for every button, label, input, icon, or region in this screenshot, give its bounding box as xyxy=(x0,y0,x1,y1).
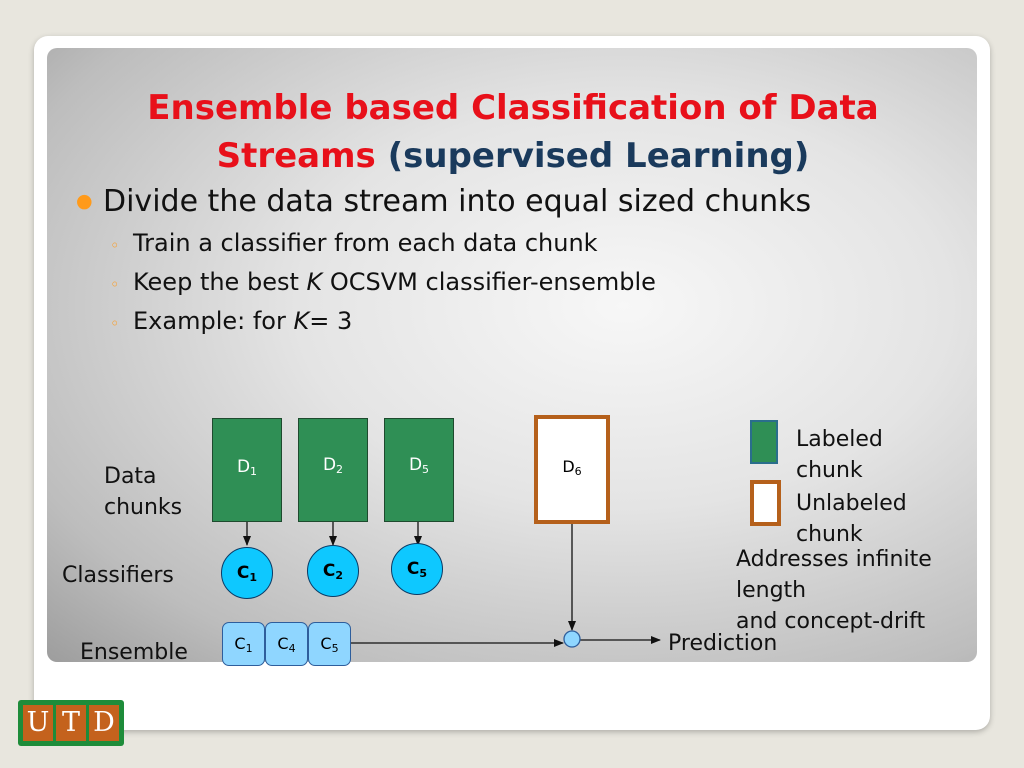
classifier-subscript: 5 xyxy=(419,567,428,580)
chunk-subscript: 1 xyxy=(250,465,258,478)
bullet-dot-icon: ● xyxy=(76,190,93,212)
title-line-2: Streams (supervised Learning) xyxy=(48,132,978,180)
title-streams-suffix: ms xyxy=(320,136,376,176)
data-chunk-d6-label: D6 xyxy=(538,457,606,478)
title-subtitle: (supervised Learning) xyxy=(387,136,810,176)
label-data-line2: chunks xyxy=(104,495,183,520)
legend-labeled-line1: Labeled xyxy=(796,427,883,452)
sub-bullet-1: Train a classifier from each data chunk xyxy=(133,229,598,257)
chunk-letter: D xyxy=(322,455,337,475)
ensemble-letter: C xyxy=(277,634,289,653)
sub-bullet-icon: ◦ xyxy=(110,314,120,333)
data-chunk-d5-label: D5 xyxy=(385,455,453,476)
label-classifiers: Classifiers xyxy=(62,563,174,588)
ensemble-c5: C5 xyxy=(308,622,351,666)
sub-bullet-3-post: = 3 xyxy=(309,307,353,335)
logo-letter-u: U xyxy=(23,705,53,741)
chunk-letter: D xyxy=(562,457,575,476)
sub-bullet-icon: ◦ xyxy=(110,275,120,294)
data-chunk-d2: D2 xyxy=(298,418,368,522)
legend-unlabeled-swatch xyxy=(750,480,781,526)
sub-bullet-2: Keep the best K OCSVM classifier-ensembl… xyxy=(133,268,656,296)
data-chunk-d2-label: D2 xyxy=(299,455,367,476)
ensemble-subscript: 5 xyxy=(331,642,339,655)
classifier-letter: C xyxy=(406,559,420,579)
chunk-subscript: 5 xyxy=(422,463,430,476)
chunk-subscript: 2 xyxy=(336,463,344,476)
data-chunk-d5: D5 xyxy=(384,418,454,522)
legend-unlabeled-line1: Unlabeled xyxy=(796,491,907,516)
sub-bullet-3-k: K xyxy=(293,307,310,335)
legend-labeled-line2: chunk xyxy=(796,458,863,483)
sub-bullet-3-pre: Example: for xyxy=(133,307,294,335)
legend-labeled-text: Labeled chunk xyxy=(796,424,883,486)
sub-bullet-2-post: OCSVM classifier-ensemble xyxy=(322,268,656,296)
logo-letter-d: D xyxy=(89,705,119,741)
classifier-c5: C5 xyxy=(391,543,443,595)
ensemble-letter: C xyxy=(234,634,246,653)
logo-letter-t: T xyxy=(56,705,86,741)
utd-logo: U T D xyxy=(18,700,124,746)
label-data-chunks: Data chunks xyxy=(104,461,182,523)
classifier-subscript: 2 xyxy=(335,569,344,582)
sub-bullet-icon: ◦ xyxy=(110,236,120,255)
note-line1: Addresses infinite xyxy=(736,547,932,572)
combiner-node xyxy=(563,630,581,648)
chunk-letter: D xyxy=(408,455,423,475)
sub-bullet-3: Example: for K= 3 xyxy=(133,307,352,335)
slide-title: Ensemble based Classification of Data St… xyxy=(48,84,978,180)
legend-labeled-swatch xyxy=(750,420,778,464)
classifier-subscript: 1 xyxy=(249,571,258,584)
ensemble-subscript: 1 xyxy=(245,642,253,655)
sub-bullet-2-k: K xyxy=(306,268,323,296)
data-chunk-d6: D6 xyxy=(534,415,610,524)
bullet-main: Divide the data stream into equal sized … xyxy=(103,184,812,219)
sub-bullet-2-pre: Keep the best xyxy=(133,268,307,296)
data-chunk-d1-label: D1 xyxy=(213,457,281,478)
classifier-letter: C xyxy=(236,563,250,583)
title-streams-prefix: Strea xyxy=(216,136,321,176)
note-text: Addresses infinite length and concept-dr… xyxy=(736,544,932,637)
ensemble-letter: C xyxy=(320,634,332,653)
legend-unlabeled-text: Unlabeled chunk xyxy=(796,488,907,550)
ensemble-subscript: 4 xyxy=(288,642,296,655)
classifier-c1: C1 xyxy=(221,547,273,599)
ensemble-c4: C4 xyxy=(265,622,308,666)
label-data-line1: Data xyxy=(104,464,157,489)
title-line-1: Ensemble based Classification of Data xyxy=(147,88,879,128)
ensemble-c1: C1 xyxy=(222,622,265,666)
legend-unlabeled-line2: chunk xyxy=(796,522,863,547)
note-line2: length xyxy=(736,578,807,603)
slide-panel xyxy=(47,48,977,662)
chunk-letter: D xyxy=(236,457,251,477)
label-ensemble: Ensemble xyxy=(80,640,188,665)
classifier-c2: C2 xyxy=(307,545,359,597)
label-prediction: Prediction xyxy=(668,631,778,656)
classifier-letter: C xyxy=(322,561,336,581)
data-chunk-d1: D1 xyxy=(212,418,282,522)
note-line3: and concept-drift xyxy=(736,609,926,634)
chunk-subscript: 6 xyxy=(574,465,582,478)
